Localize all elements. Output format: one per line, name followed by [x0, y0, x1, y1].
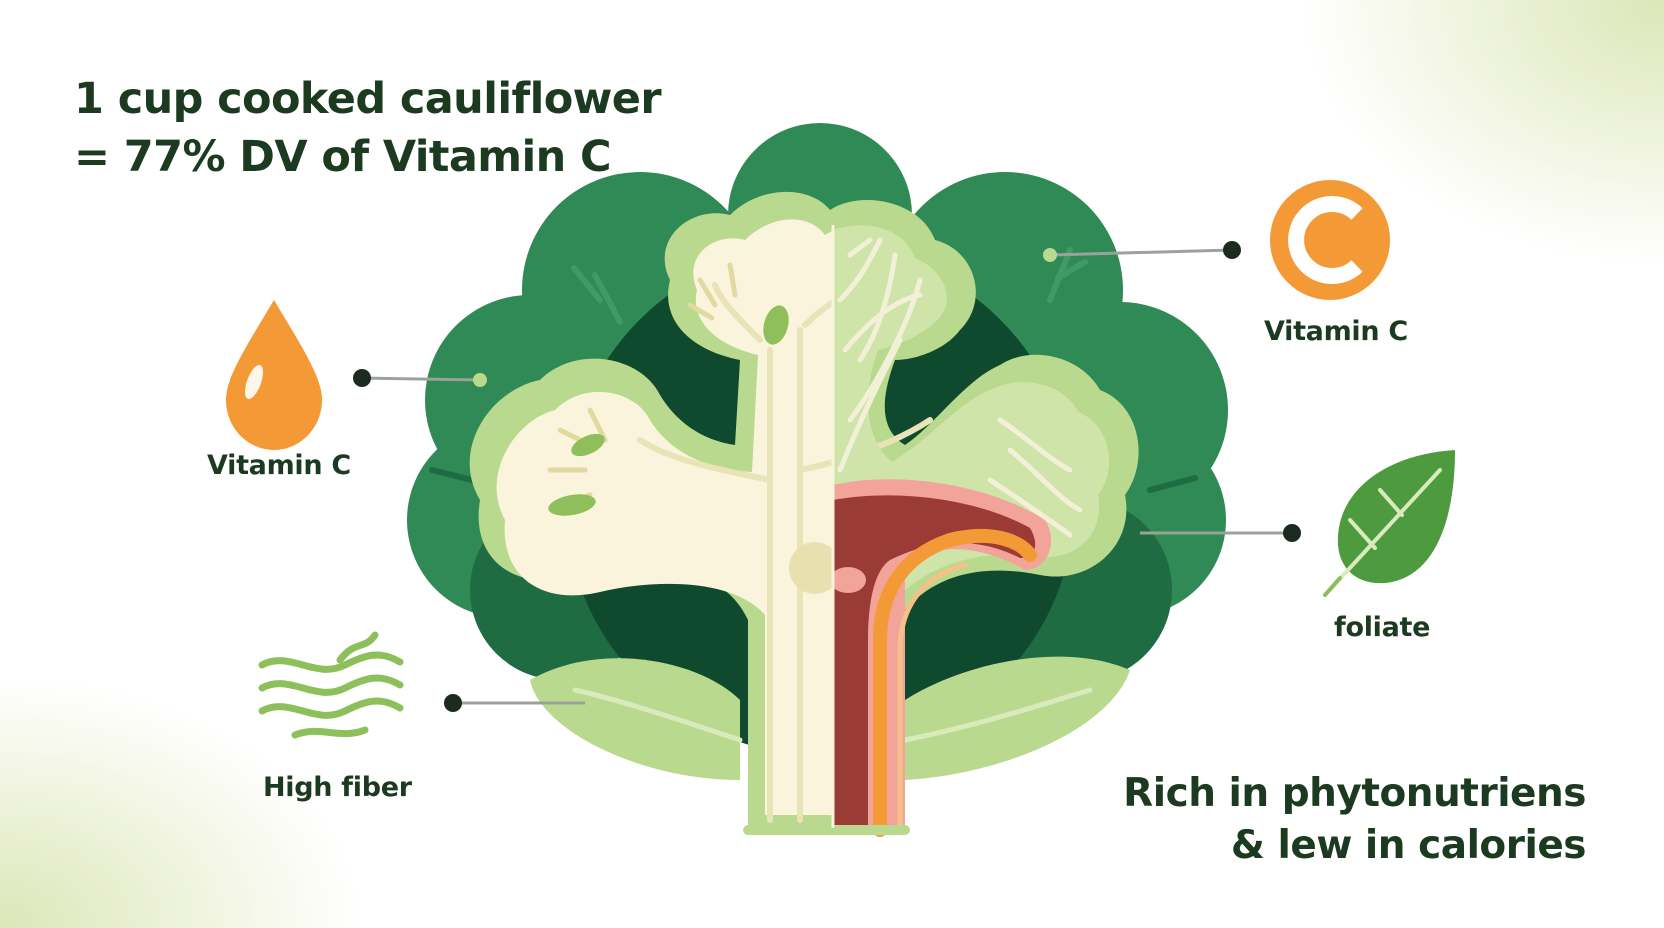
- footer-text: Rich in phytonutriens & lew in calories: [1123, 768, 1586, 872]
- connector-coin: [1043, 241, 1241, 262]
- leaf-icon: [1323, 450, 1455, 597]
- connector-drop: [353, 369, 487, 387]
- connector-leaf: [1140, 524, 1301, 542]
- headline-line-2: = 77% DV of Vitamin C: [74, 132, 612, 182]
- headline: 1 cup cooked cauliflower = 77% DV of Vit…: [74, 70, 662, 186]
- cross-section: [833, 225, 1109, 837]
- footer-line-2: & lew in calories: [1230, 823, 1587, 868]
- drop-callout-label: Vitamin C: [207, 450, 351, 481]
- vitamin-c-icon: [1270, 180, 1390, 300]
- water-drop-icon: [226, 300, 322, 450]
- footer-line-1: Rich in phytonutriens: [1123, 771, 1586, 816]
- leaf-callout-label: foliate: [1334, 612, 1431, 643]
- fiber-callout-label: High fiber: [263, 772, 412, 803]
- coin-callout-label: Vitamin C: [1264, 316, 1408, 347]
- connector-fiber: [444, 694, 585, 712]
- connector-lines: [353, 241, 1301, 712]
- headline-line-1: 1 cup cooked cauliflower: [74, 74, 662, 124]
- lower-leaves: [530, 656, 1130, 780]
- fiber-waves-icon: [258, 631, 404, 739]
